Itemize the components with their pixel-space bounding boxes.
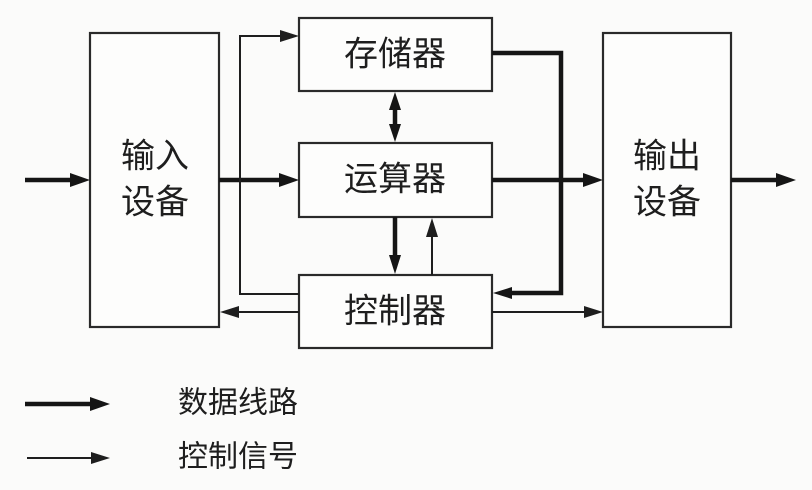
alu-label: 运算器	[344, 160, 446, 200]
output-device-label-line2: 设备	[633, 183, 701, 223]
arrowhead-controller-to-output	[584, 306, 603, 318]
arrowhead-controller-to-memory	[280, 30, 299, 42]
arrowhead-output-to-external	[776, 173, 796, 187]
output-device-label-line1: 输出	[633, 137, 701, 177]
arrowhead-external-to-input	[70, 173, 90, 187]
controller-box	[297, 273, 494, 350]
legend: 数据线路 控制信号	[25, 386, 298, 475]
arrowhead-memory-to-controller	[493, 287, 512, 299]
legend-control-signal-label: 控制信号	[178, 440, 298, 475]
alu-box	[297, 141, 494, 219]
output-device-box	[601, 31, 733, 329]
arrowhead-controller-to-alu	[426, 218, 438, 237]
legend-item-data-path: 数据线路	[25, 386, 298, 421]
legend-thick-arrowhead-icon	[90, 397, 110, 411]
data-line-memory-to-controller	[492, 50, 564, 296]
controller-node: 控制器	[297, 273, 494, 350]
memory-label: 存储器	[344, 35, 446, 75]
legend-item-control-signal: 控制信号	[27, 440, 298, 475]
output-device-node: 输出 设备	[601, 31, 733, 329]
arrowhead-alu-to-output	[583, 173, 603, 187]
arrowhead-input-to-alu	[279, 173, 299, 187]
controller-label: 控制器	[344, 292, 446, 332]
arrowhead-alu-to-memory	[389, 92, 401, 110]
input-device-label-line2: 设备	[121, 183, 189, 223]
data-paths	[25, 50, 796, 299]
alu-node: 运算器	[297, 141, 494, 219]
input-device-label-line1: 输入	[121, 137, 189, 177]
control-paths	[220, 30, 603, 318]
input-device-box	[88, 31, 221, 329]
legend-data-path-label: 数据线路	[178, 386, 298, 421]
memory-node: 存储器	[297, 16, 494, 93]
input-device-node: 输入 设备	[88, 31, 221, 329]
legend-thin-arrowhead-icon	[91, 452, 110, 464]
arrowhead-alu-to-controller	[389, 255, 401, 274]
memory-box	[297, 16, 494, 93]
control-line-controller-to-memory	[239, 35, 299, 295]
arrowhead-memory-to-alu	[389, 124, 401, 142]
arrowhead-controller-to-input	[220, 306, 239, 318]
